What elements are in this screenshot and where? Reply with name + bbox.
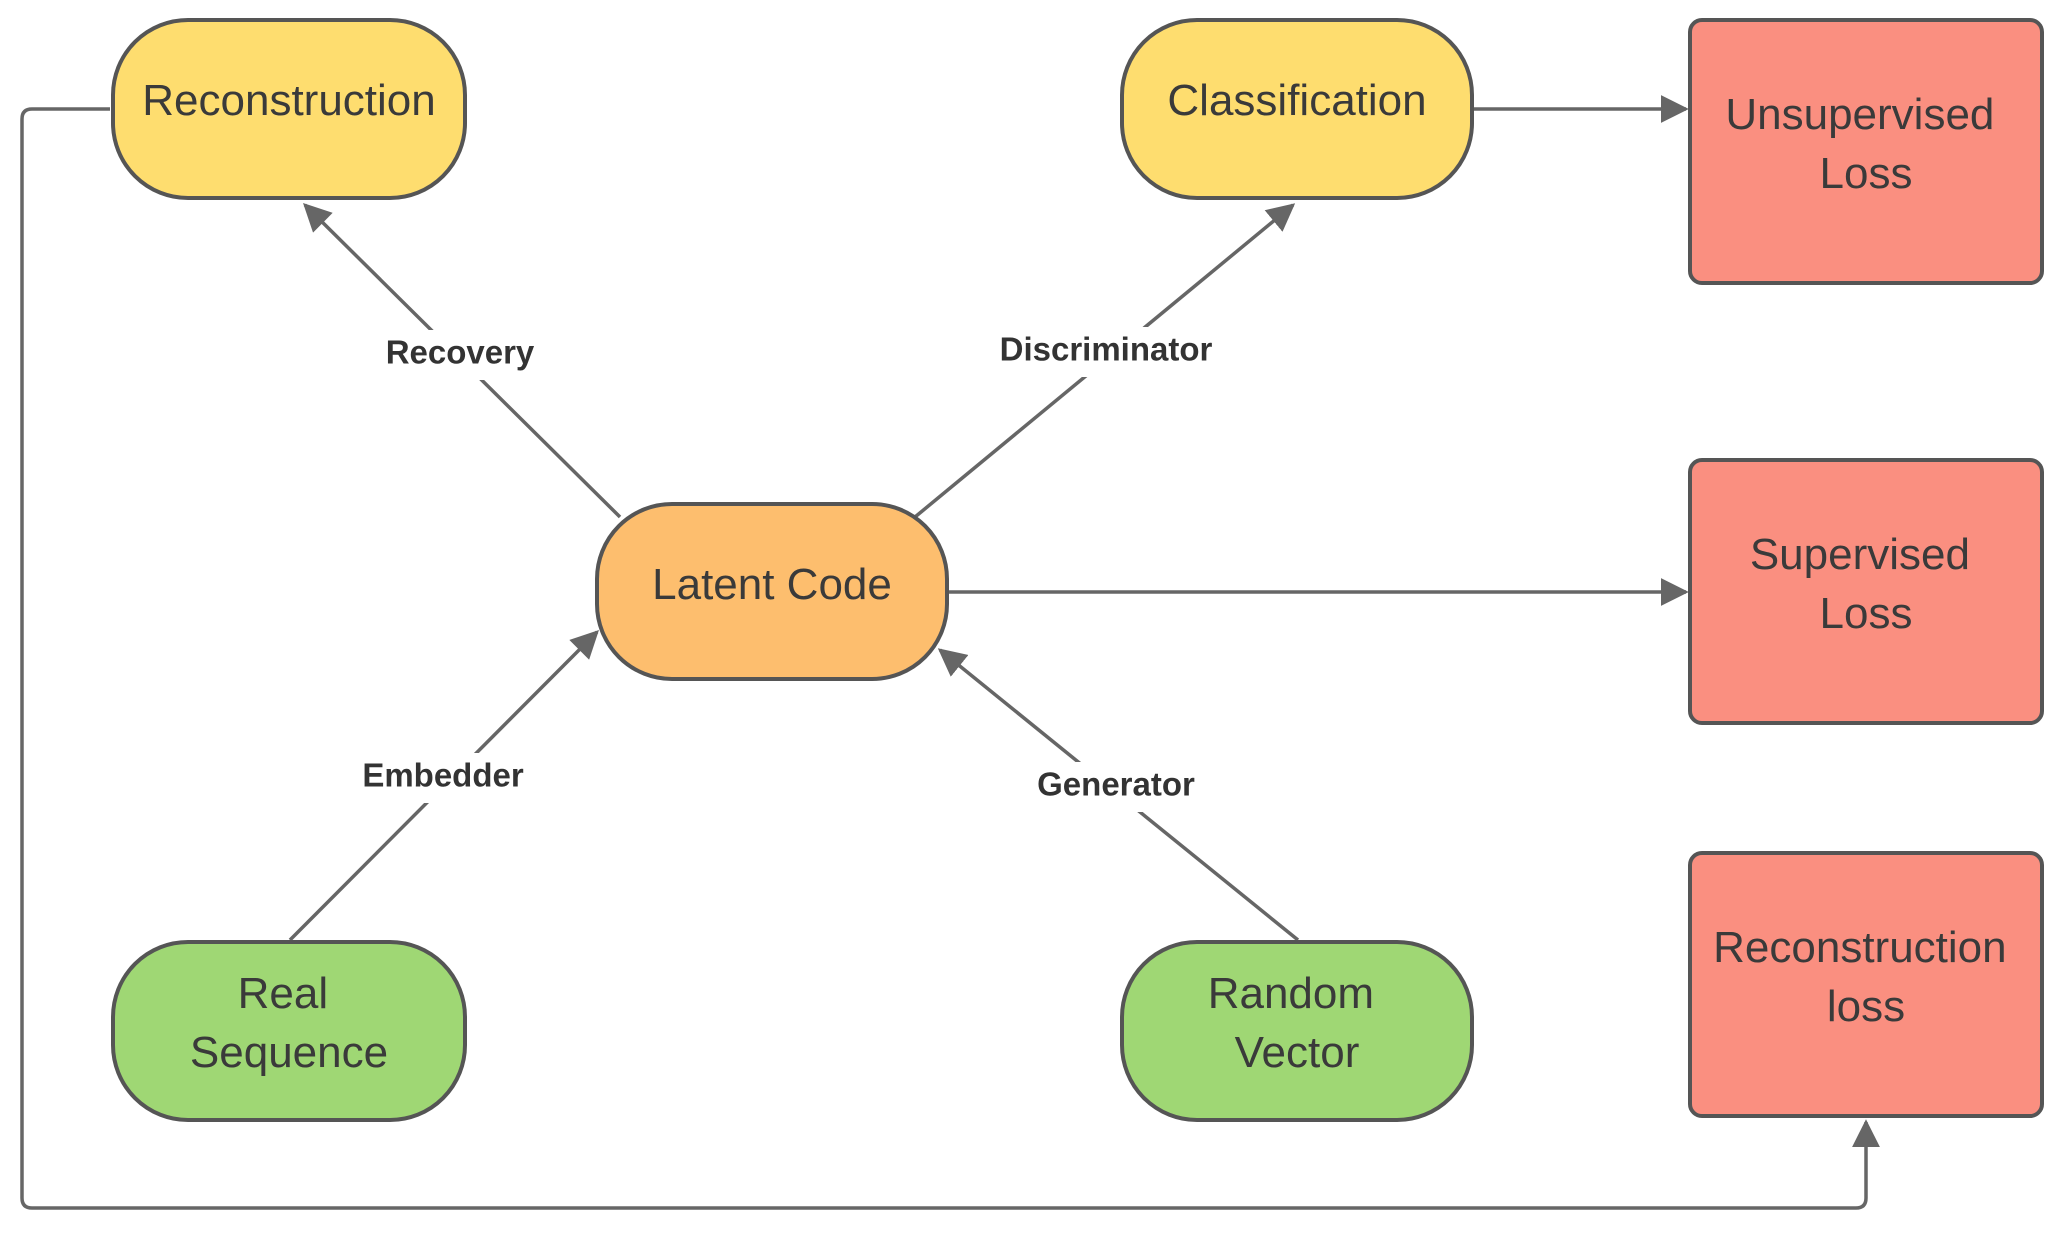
node-supervised-loss[interactable]: Supervised Loss: [1688, 458, 2044, 725]
edge-labels-layer: Recovery Discriminator Embedder Generato…: [343, 327, 1237, 812]
node-unsupervised-loss[interactable]: Unsupervised Loss: [1688, 18, 2044, 285]
node-real-sequence-label: Real Sequence: [190, 969, 388, 1077]
node-random-vector-line-1: Random: [1208, 969, 1374, 1018]
edge-label-recovery-text: Recovery: [386, 334, 535, 371]
edge-reconstruction-to-reconstruction-loss: [20, 107, 1880, 1210]
node-classification[interactable]: Classification: [1120, 18, 1474, 200]
node-supervised-loss-line-2: Loss: [1820, 589, 1913, 638]
node-reconstruction-line-1: Reconstruction: [142, 76, 435, 125]
node-unsupervised-loss-line-2: Loss: [1820, 149, 1913, 198]
node-reconstruction-loss-line-1: Reconstruction: [1713, 923, 2006, 972]
node-reconstruction[interactable]: Reconstruction: [111, 18, 467, 200]
edge-label-generator-text: Generator: [1037, 766, 1195, 803]
node-random-vector-label: Random Vector: [1208, 969, 1387, 1077]
node-unsupervised-loss-shape: [1688, 18, 2044, 285]
node-real-sequence-line-1: Real: [238, 969, 329, 1018]
node-real-sequence[interactable]: Real Sequence: [111, 940, 467, 1122]
node-classification-label: Classification: [1167, 76, 1426, 125]
node-supervised-loss-line-1: Supervised: [1750, 530, 1970, 579]
edge-label-recovery: Recovery: [365, 330, 555, 380]
node-reconstruction-shape: [111, 18, 467, 200]
nodes-layer: Reconstruction Classification Latent Cod…: [111, 18, 2044, 1122]
node-reconstruction-loss[interactable]: Reconstruction loss: [1688, 851, 2044, 1118]
node-reconstruction-loss-shape: [1688, 851, 2044, 1118]
node-latent-code-label: Latent Code: [652, 560, 892, 609]
edge-label-generator: Generator: [1016, 762, 1216, 812]
node-classification-line-1: Classification: [1167, 76, 1426, 125]
node-reconstruction-loss-line-2: loss: [1827, 982, 1905, 1031]
node-latent-code-line-1: Latent Code: [652, 560, 892, 609]
node-supervised-loss-label: Supervised Loss: [1750, 530, 1982, 638]
edge-label-embedder-text: Embedder: [362, 757, 524, 794]
node-unsupervised-loss-line-1: Unsupervised: [1725, 90, 1994, 139]
edge-label-discriminator: Discriminator: [975, 327, 1237, 377]
node-latent-code-shape: [595, 502, 949, 681]
node-reconstruction-loss-label: Reconstruction loss: [1713, 923, 2019, 1031]
node-classification-shape: [1120, 18, 1474, 200]
node-random-vector-line-2: Vector: [1235, 1028, 1360, 1077]
node-real-sequence-line-2: Sequence: [190, 1028, 388, 1077]
edges-layer: [20, 95, 1880, 1210]
node-random-vector-shape: [1120, 940, 1474, 1122]
node-random-vector[interactable]: Random Vector: [1120, 940, 1474, 1122]
node-unsupervised-loss-label: Unsupervised Loss: [1725, 90, 2006, 198]
node-supervised-loss-shape: [1688, 458, 2044, 725]
edge-label-embedder: Embedder: [343, 753, 543, 803]
node-reconstruction-label: Reconstruction: [142, 76, 435, 125]
edge-label-discriminator-text: Discriminator: [1000, 331, 1213, 368]
node-latent-code[interactable]: Latent Code: [595, 502, 949, 681]
node-real-sequence-shape: [111, 940, 467, 1122]
